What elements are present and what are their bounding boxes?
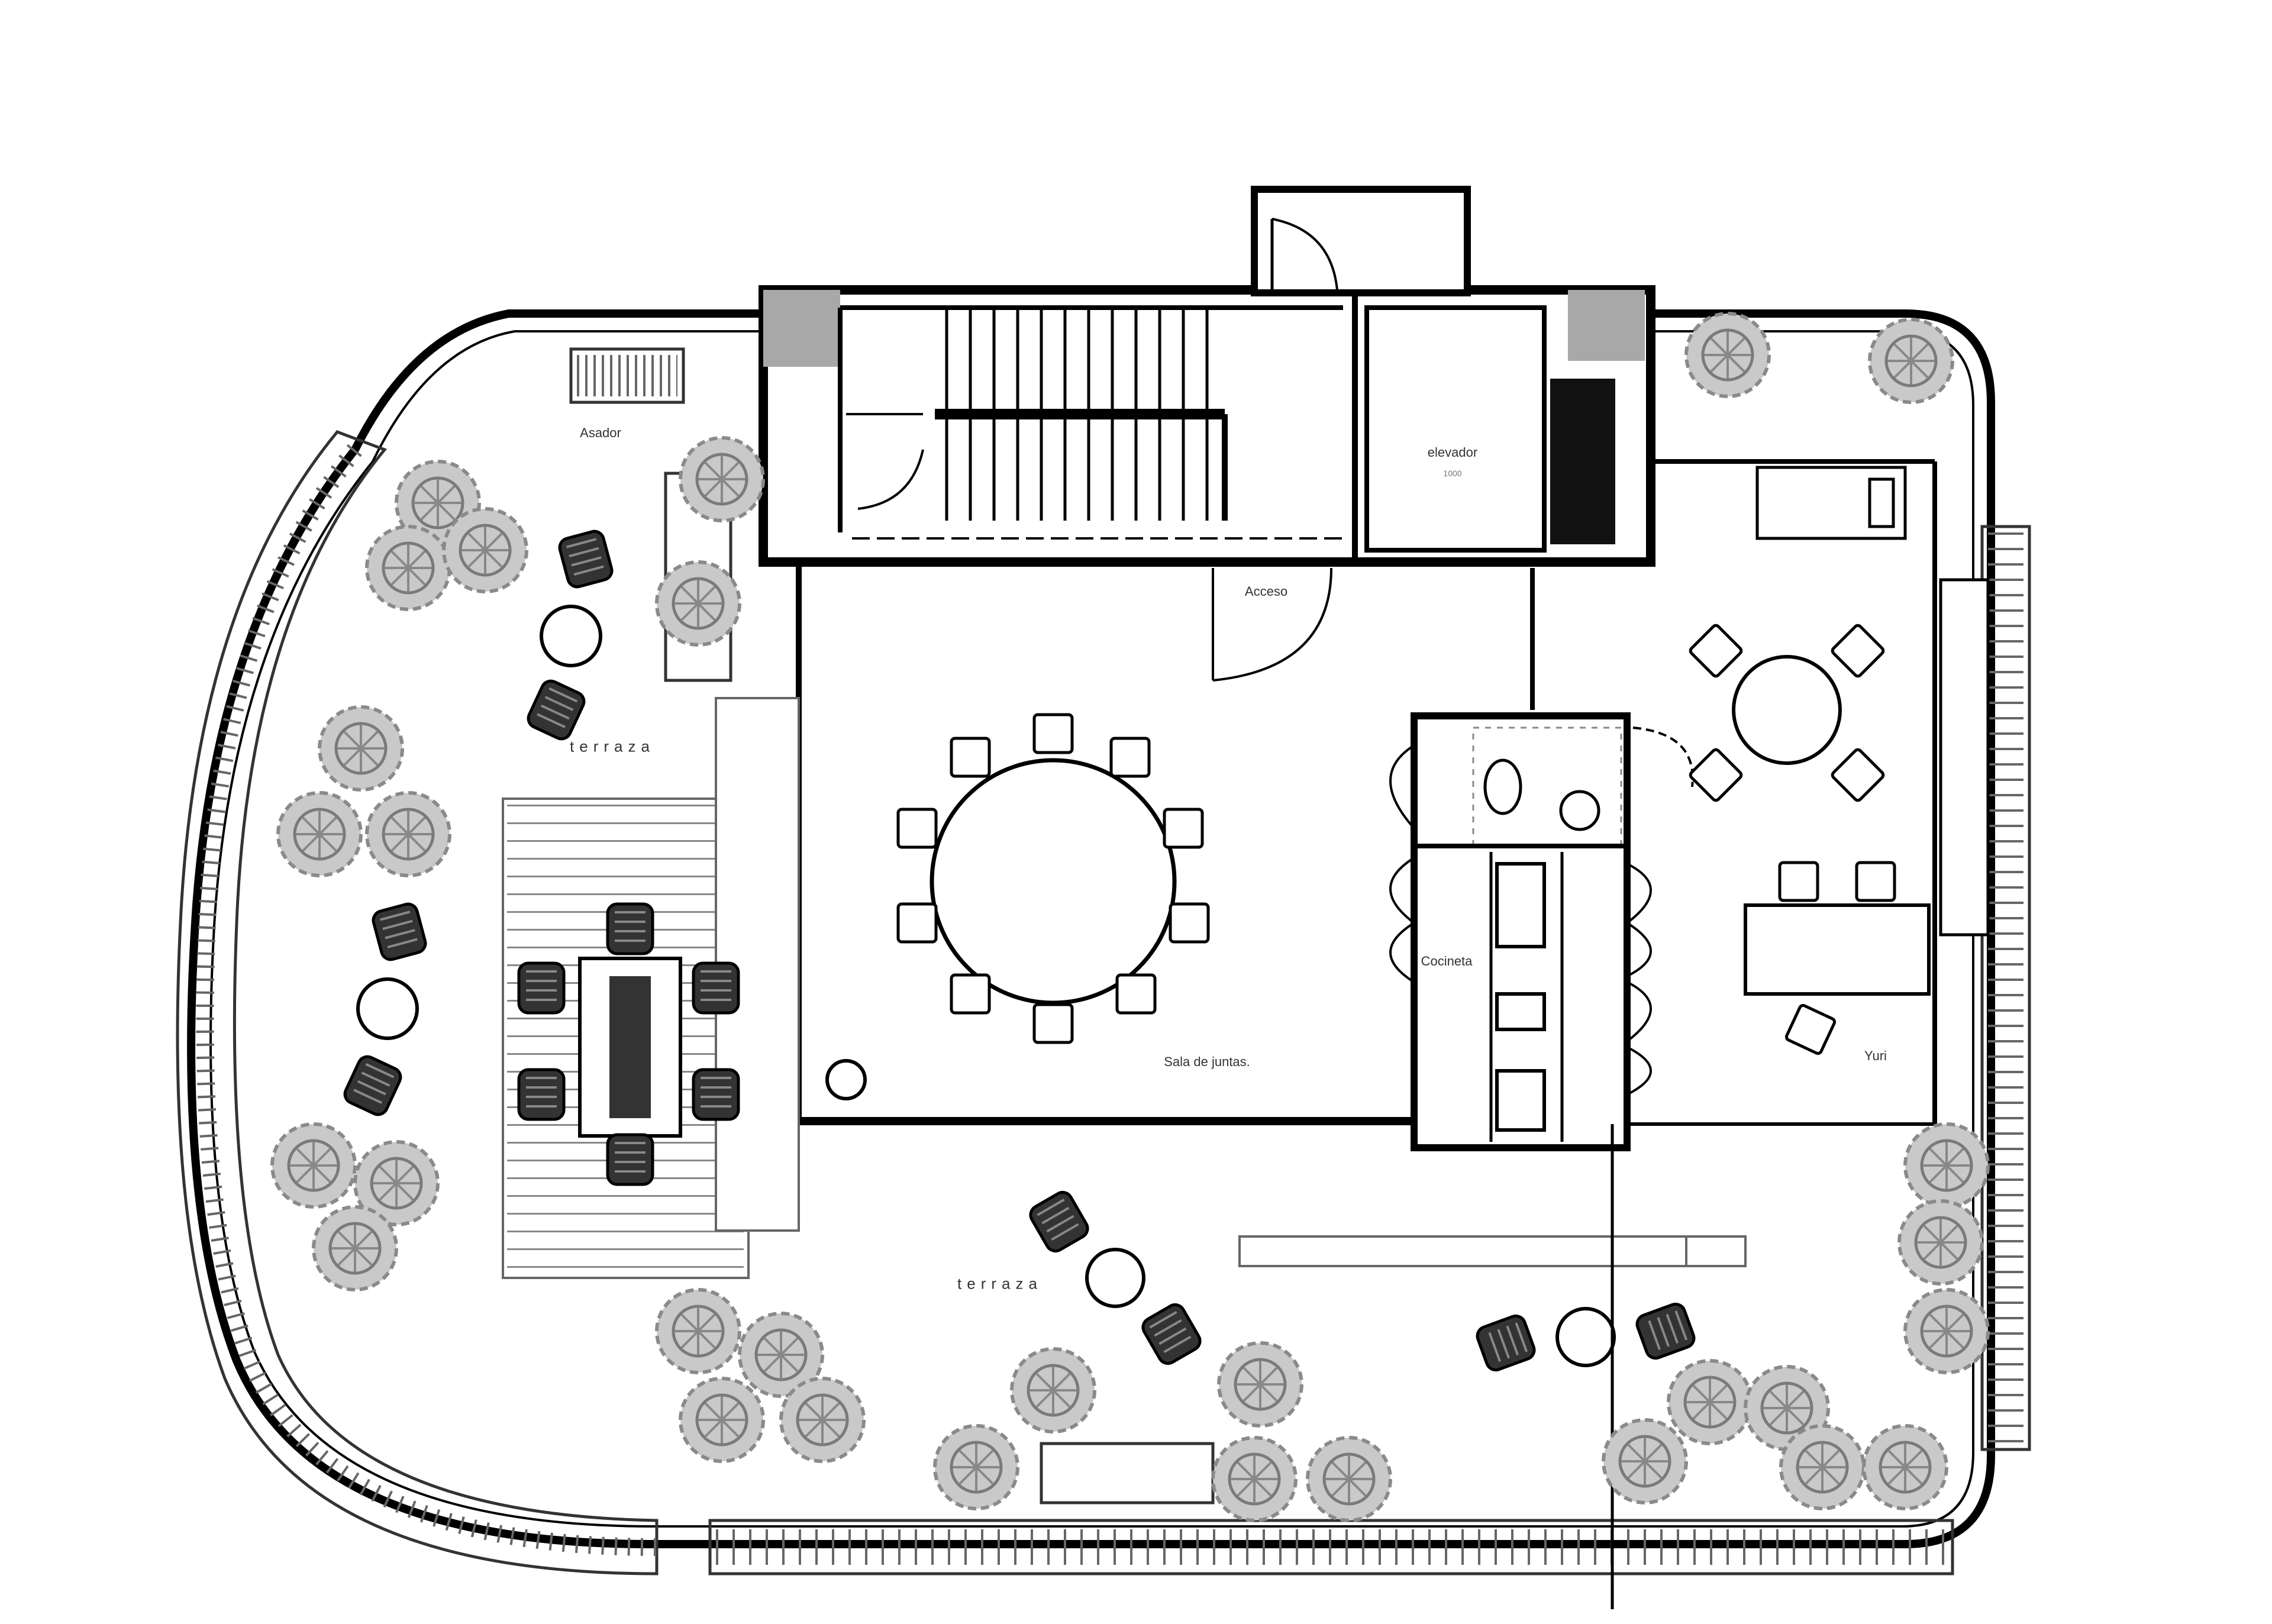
label-acceso: Acceso (1244, 584, 1288, 599)
planter-south (708, 1519, 1954, 1575)
bathroom-tile-area (1472, 727, 1622, 847)
entrance-door-swing (1212, 567, 1332, 682)
bathroom-door-swing (1632, 727, 1694, 787)
lounge-set-west (342, 902, 428, 1118)
toilet (1483, 758, 1522, 815)
office-desk (1744, 903, 1931, 996)
label-cocineta: Cocineta (1421, 954, 1473, 968)
label-elevador: elevador (1427, 445, 1478, 460)
vestibule (1251, 186, 1471, 296)
label-elevador-sub: 1000 (1443, 469, 1462, 478)
core-column-right (1568, 290, 1645, 361)
vestibule-door-swing (1271, 218, 1338, 290)
office-round-table (1732, 655, 1842, 765)
elevator-counterweight (1550, 379, 1615, 544)
label-terraza-south: terraza (957, 1274, 1043, 1293)
label-asador: Asador (580, 425, 621, 440)
cooktop (1495, 992, 1546, 1031)
conference-table (930, 758, 1177, 1005)
south-bench (1238, 1235, 1747, 1267)
planter-west (176, 430, 659, 1575)
kitchen-sink (1495, 862, 1546, 948)
planter-east (1980, 525, 2031, 1451)
label-sala-de-juntas: Sala de juntas. (1164, 1054, 1250, 1069)
cabinet-door-swings (1389, 744, 1652, 1096)
label-yuri: Yuri (1864, 1048, 1887, 1063)
refrigerator (1495, 1069, 1546, 1132)
office-window-bay (1939, 578, 1990, 937)
label-terraza-west: terraza (570, 737, 655, 756)
lounge-set-south-west (1027, 1189, 1203, 1367)
stair-door-swing (857, 449, 924, 510)
lounge-set-south-east (1475, 1302, 1697, 1373)
column-meeting-room (825, 1059, 867, 1100)
lounge-set-north (525, 530, 614, 742)
elevator-cab (1364, 305, 1547, 553)
core-column-left (763, 290, 840, 367)
planter-box-south (1040, 1442, 1215, 1504)
terrace-outer-boundary (187, 309, 1995, 1548)
lavatory (1559, 790, 1600, 831)
